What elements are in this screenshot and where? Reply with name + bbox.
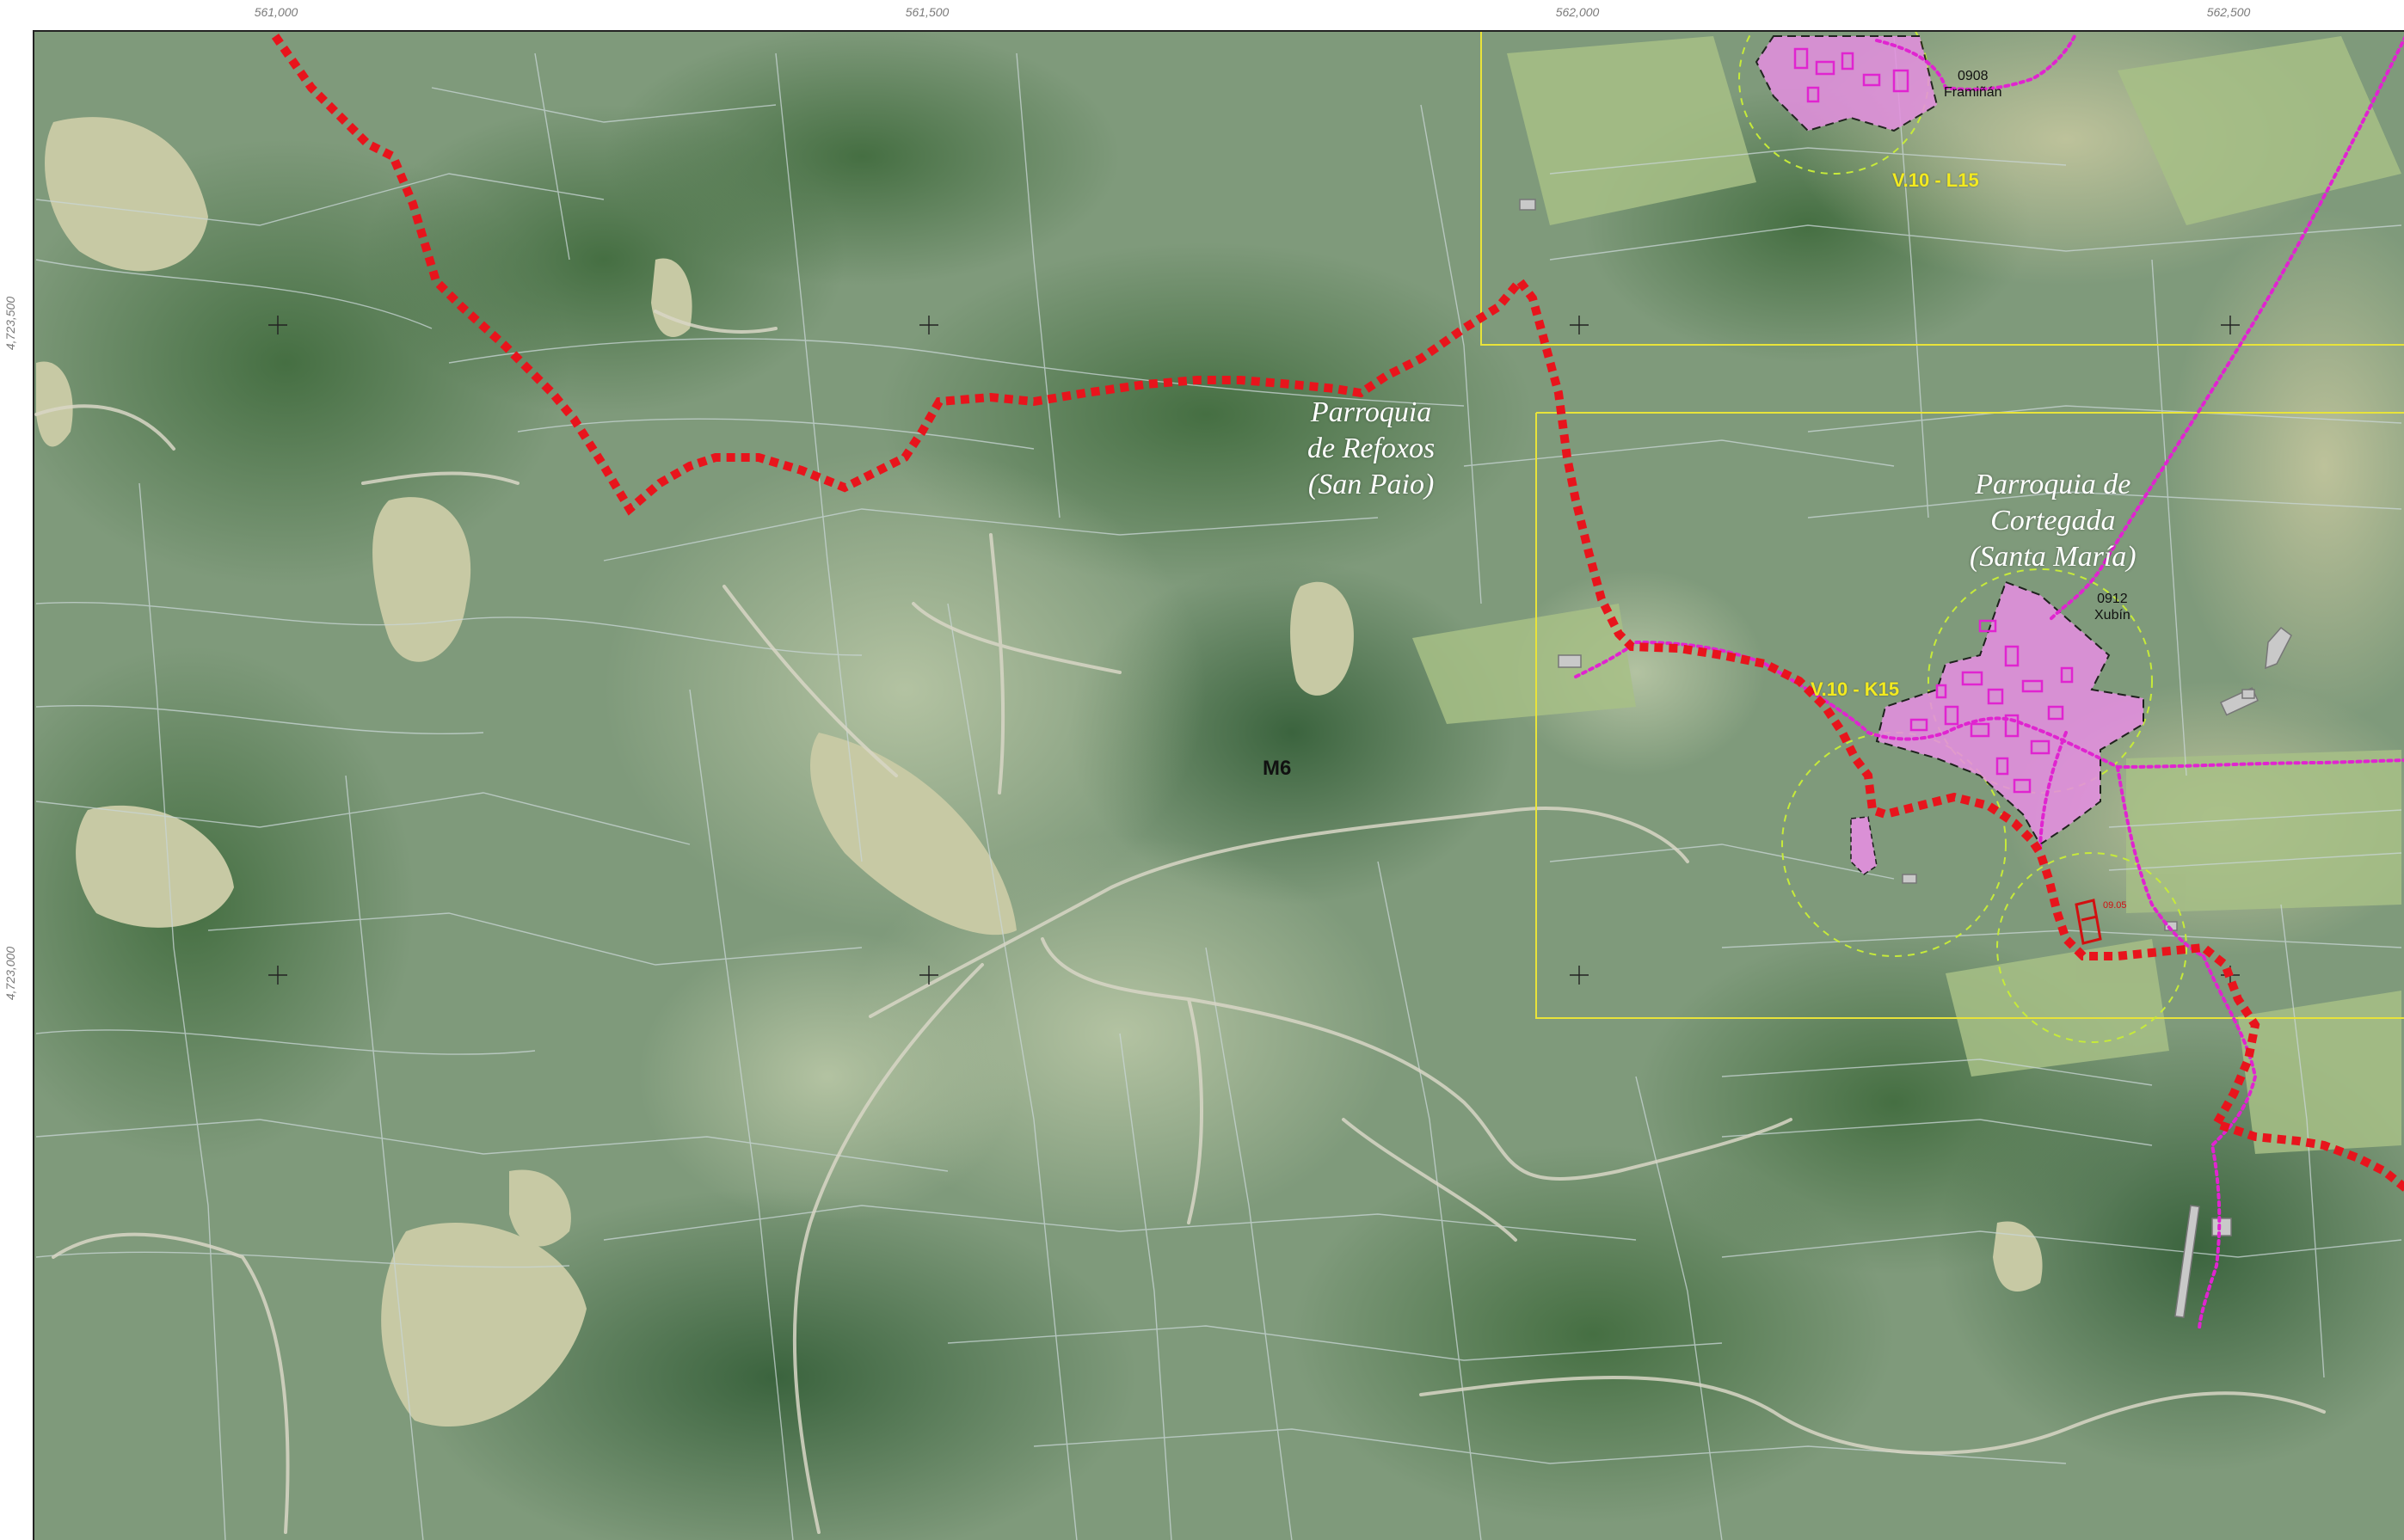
map-canvas [34,32,2404,1540]
road-lines [1574,34,2404,1332]
parish-boundary [271,34,2404,1192]
northing-label-4723000: 4,723,000 [3,946,17,1001]
meadows [1412,36,2401,1154]
parish-refoxos-line-2: de Refoxos [1307,433,1436,464]
parish-cortegada-line-1: Parroquia de [1975,469,2131,500]
place-framinan: 0908 Framiñán [1944,68,2002,101]
place-xubin-code: 0912 [2097,592,2128,606]
sheet-label-k15: V.10 - K15 [1811,678,1900,700]
place-framinan-code: 0908 [1957,69,1989,83]
aerial-map[interactable]: Parroquia de Refoxos (San Paio) Parroqui… [33,30,2404,1540]
easting-label-561000: 561,000 [254,5,298,19]
grid-crosses [268,316,2240,985]
parcel-lines [35,35,2402,1540]
parish-refoxos-line-3: (San Paio) [1307,469,1435,500]
northing-label-4723500: 4,723,500 [3,296,17,351]
parish-cortegada-line-2: Cortegada [1990,505,2116,537]
red-parcel-0905 [2075,899,2102,945]
parish-cortegada-line-3: (Santa María) [1970,541,2137,573]
tracks [34,310,2326,1534]
place-xubin: 0912 Xubín [2094,591,2130,623]
sheet-label-l15: V.10 - L15 [1892,169,1979,191]
clearings [36,117,2043,1427]
place-xubin-name: Xubín [2094,608,2130,623]
parish-label-cortegada: Parroquia de Cortegada (Santa María) [1970,467,2137,575]
sheet-frames [1480,32,2404,1019]
easting-label-562500: 562,500 [2206,5,2251,19]
easting-label-562000: 562,000 [1555,5,1600,19]
easting-label-561500: 561,500 [905,5,950,19]
place-framinan-name: Framiñán [1944,85,2002,100]
zone-label-m6: M6 [1263,757,1292,780]
red-parcel-code: 09.05 [2103,900,2127,911]
parish-label-refoxos: Parroquia de Refoxos (San Paio) [1307,395,1435,503]
parish-refoxos-line-1: Parroquia [1310,396,1432,428]
settlement-framinan [1755,35,1939,132]
grey-buildings [1519,199,2292,1318]
